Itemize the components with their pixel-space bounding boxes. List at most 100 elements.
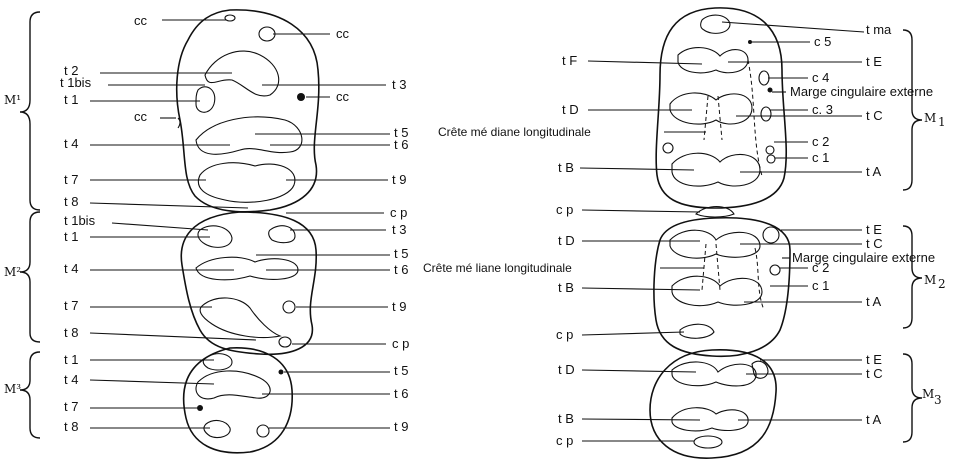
label-m3-t4: t 4 bbox=[64, 372, 78, 387]
tooth-outline-m3 bbox=[184, 348, 293, 453]
cusp-rm1-crete-dot bbox=[663, 143, 673, 153]
label-m1-cc-top: cc bbox=[134, 13, 148, 28]
label-m1-t6: t 6 bbox=[394, 137, 408, 152]
label-m1-t3: t 3 bbox=[392, 77, 406, 92]
cusp-m2-t9 bbox=[283, 301, 295, 313]
cusp-rm1-c3 bbox=[761, 107, 771, 121]
label-rm3-tA: t A bbox=[866, 412, 882, 427]
brace-rm3 bbox=[903, 354, 922, 442]
cusp-rm1-c5 bbox=[748, 40, 752, 44]
cusp-rm1-c4 bbox=[759, 71, 769, 85]
label-m3-t5: t 5 bbox=[394, 363, 408, 378]
label-m2-t8: t 8 bbox=[64, 325, 78, 340]
label-m2-t3: t 3 bbox=[392, 222, 406, 237]
tooth-label-m3: M³ bbox=[4, 382, 21, 396]
tooth-label-m2: M² bbox=[4, 265, 21, 279]
label-rm3-tE: t E bbox=[866, 352, 882, 367]
cusp-m2-t4-t6 bbox=[196, 257, 298, 280]
label-rm2-tC: t C bbox=[866, 236, 883, 251]
cusp-rm2-c2 bbox=[770, 265, 780, 275]
label-rm1-tB: t B bbox=[558, 160, 574, 175]
cusp-m2-t7-t9 bbox=[200, 298, 280, 338]
tooth-label-rm3-letter: M bbox=[922, 387, 934, 401]
cusp-rm3-cp bbox=[694, 436, 722, 448]
label-m3-t7: t 7 bbox=[64, 399, 78, 414]
cusp-m3-t5 bbox=[279, 370, 284, 375]
cusp-rm1-tF-tE bbox=[678, 48, 748, 73]
right-lower-molars: M 1 M 2 M 3 t ma c 5 t F t E c 4 Marge c… bbox=[423, 8, 946, 458]
label-rm2-tA: t A bbox=[866, 294, 882, 309]
tooth-label-rm2-letter: M bbox=[924, 273, 936, 287]
label-cp1: c p bbox=[556, 202, 573, 217]
label-m1-cc-right1: cc bbox=[336, 26, 350, 41]
cusp-m1-cc-left bbox=[178, 118, 180, 128]
label-m1-t7: t 7 bbox=[64, 172, 78, 187]
tooth-outline-m2 bbox=[181, 212, 316, 354]
label-m1-t1bis: t 1bis bbox=[60, 75, 92, 90]
label-rm2-crete: Crête mé liane longitudinale bbox=[423, 261, 572, 275]
label-rm2-c1: c 1 bbox=[812, 278, 829, 293]
cusp-m3-t4-t6 bbox=[196, 371, 270, 399]
label-cp2: c p bbox=[556, 327, 573, 342]
label-m1-t4: t 4 bbox=[64, 136, 78, 151]
label-m1-cc-right2: cc bbox=[336, 89, 350, 104]
label-rm1-tD: t D bbox=[562, 102, 579, 117]
label-rm1-c1: c 1 bbox=[812, 150, 829, 165]
cusp-rm3-tD-tC bbox=[672, 362, 756, 386]
label-rm1-crete: Crête mé diane longitudinale bbox=[438, 125, 591, 139]
tooth-outline-rm1 bbox=[656, 8, 786, 208]
label-m2-t6: t 6 bbox=[394, 262, 408, 277]
label-rm3-tD: t D bbox=[558, 362, 575, 377]
label-m1-t9: t 9 bbox=[392, 172, 406, 187]
cusp-m2-t3 bbox=[269, 226, 295, 243]
label-rm2-tE: t E bbox=[866, 222, 882, 237]
cusp-m3-t8 bbox=[204, 421, 230, 438]
cusp-m1-t4-t6 bbox=[196, 117, 302, 154]
cusp-m1-cc-right2 bbox=[297, 93, 305, 101]
cusp-cp2 bbox=[680, 324, 714, 338]
label-m2-t9: t 9 bbox=[392, 299, 406, 314]
cusp-rm1-c1 bbox=[767, 155, 775, 163]
cusp-m1-t7-t9 bbox=[198, 163, 295, 203]
label-rm3-tC: t C bbox=[866, 366, 883, 381]
tooth-outline-rm2 bbox=[654, 218, 790, 357]
label-rm1-c5: c 5 bbox=[814, 34, 831, 49]
left-upper-molars: M¹ M² M³ cc cc t 2 t 1bis t 3 t 1 cc cc … bbox=[4, 10, 409, 453]
tooth-label-rm1-index: 1 bbox=[938, 115, 946, 129]
cusp-rm1-marge bbox=[768, 88, 773, 93]
label-rm2-tB: t B bbox=[558, 280, 574, 295]
label-rm1-c2: c 2 bbox=[812, 134, 829, 149]
cusp-rm1-tD-tC bbox=[670, 93, 752, 124]
cusp-m2-cp bbox=[279, 337, 291, 347]
label-m2-t1: t 1 bbox=[64, 229, 78, 244]
label-rm1-marge: Marge cingulaire externe bbox=[790, 84, 933, 99]
label-m2-t7: t 7 bbox=[64, 298, 78, 313]
tooth-label-rm2-index: 2 bbox=[938, 277, 946, 291]
label-rm1-c4: c 4 bbox=[812, 70, 829, 85]
brace-m3 bbox=[20, 352, 40, 438]
label-rm1-tF: t F bbox=[562, 53, 577, 68]
cusp-m3-t7 bbox=[197, 405, 203, 411]
cusp-rm1-tma bbox=[701, 15, 730, 33]
brace-rm1 bbox=[903, 30, 922, 190]
tooth-label-rm1-letter: M bbox=[924, 111, 936, 125]
label-m2-t1bis: t 1bis bbox=[64, 213, 96, 228]
brace-m1 bbox=[20, 12, 40, 210]
label-m3-t1: t 1 bbox=[64, 352, 78, 367]
label-m1-t8: t 8 bbox=[64, 194, 78, 209]
label-m3-t6: t 6 bbox=[394, 386, 408, 401]
label-m2-t5: t 5 bbox=[394, 246, 408, 261]
brace-rm2 bbox=[903, 226, 922, 328]
label-rm1-tA: t A bbox=[866, 164, 882, 179]
label-m1-cp: c p bbox=[390, 205, 407, 220]
label-m3-t8: t 8 bbox=[64, 419, 78, 434]
cusp-rm2-tB-tA bbox=[672, 276, 762, 305]
label-m2-t4: t 4 bbox=[64, 261, 78, 276]
cusp-rm2-tE bbox=[763, 227, 779, 243]
label-rm1-tE: t E bbox=[866, 54, 882, 69]
tooth-label-rm3-index: 3 bbox=[934, 393, 942, 407]
label-cp3: c p bbox=[556, 433, 573, 448]
cusp-rm1-c2 bbox=[766, 146, 774, 154]
label-rm3-tB: t B bbox=[558, 411, 574, 426]
